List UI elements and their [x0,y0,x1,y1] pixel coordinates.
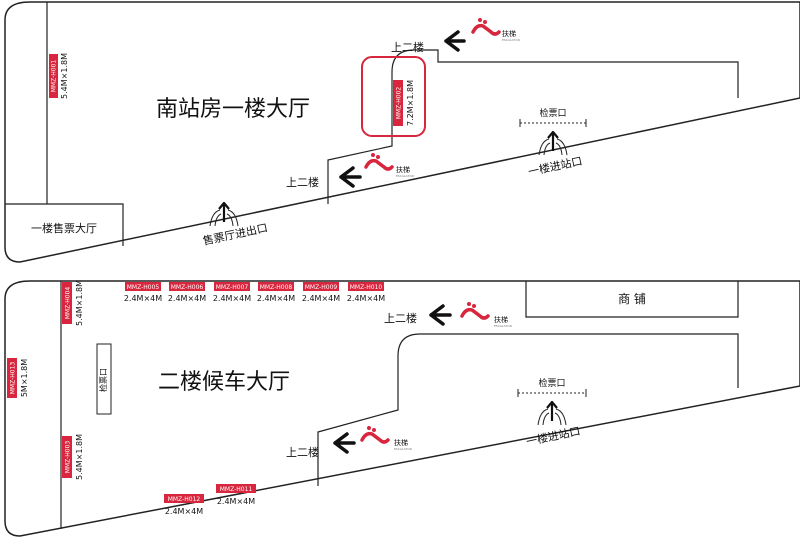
hall1-escalator-top-label: 扶梯 [502,29,516,38]
arrow-left-icon [339,166,362,188]
hall2: 商 铺 二楼候车大厅 检票口 MMZ-H013 5M×1.8M MMZ-H004… [4,280,800,537]
hall1-upstairs-mid: 上二楼 扶梯 ESCALATOR [286,153,414,189]
top-tag-row: MMZ-H005 2.4M×4M MMZ-H006 2.4M×4M MMZ-H007 2.… [124,282,385,303]
tag-label: MMZ-H006 [171,284,204,291]
tag-h002: MMZ-H002 7.2M×1.8M [361,56,426,137]
hall2-side-gate-label: 检票口 [98,368,108,392]
ticket-hall-exit-label: 售票厅进出口 [201,220,268,247]
hall1-upstairs-top: 上二楼 扶梯 ESCALATOR [391,18,520,54]
entrance-icon [537,400,567,426]
hall1-escalator-mid-label: 扶梯 [396,165,410,174]
hall1-upstairs-mid-label: 上二楼 [286,175,319,189]
hall2-escalator-mid-label: 扶梯 [394,438,408,447]
tag-label: MMZ-H005 [127,284,160,291]
tag-size: 2.4M×4M [347,294,385,303]
ticket-hall-box [5,203,124,246]
escalator-icon [364,153,394,171]
tag-mmz-h005: MMZ-H005 2.4M×4M [124,282,162,303]
escalator-icon [460,302,490,320]
hall1: 一楼售票大厅 南站房一楼大厅 MMZ-H001 5.4M×1.8M MMZ-H0… [4,1,800,263]
tag-mmz-h009: MMZ-H009 2.4M×4M [302,282,340,303]
hall2-upstairs-mid: 上二楼 扶梯 ESCALATOR [286,426,412,459]
tag-h002-size: 7.2M×1.8M [406,80,415,126]
tag-background [348,282,384,291]
tag-h003-label: MMZ-H003 [65,441,72,474]
tag-h013: MMZ-H013 5M×1.8M [7,358,29,398]
ticket-hall-exit: 售票厅进出口 [201,201,269,248]
hall2-escalator-mid-sub: ESCALATOR [394,447,412,451]
tag-h012-label: MMZ-H012 [168,496,201,503]
tag-h013-label: MMZ-H013 [10,362,17,395]
hall2-upstairs-mid-label: 上二楼 [286,445,319,459]
hall1-title: 南站房一楼大厅 [156,97,310,122]
tag-h004: MMZ-H004 5.4M×1.8M [62,280,84,326]
tag-h001: MMZ-H001 5.4M×1.8M [49,53,69,99]
tag-background [303,282,339,291]
hall1-gate-label: 检票口 [539,107,566,119]
tag-h002-label: MMZ-H002 [396,87,403,120]
tag-size: 2.4M×4M [124,294,162,303]
tag-h012: MMZ-H012 2.4M×4M [164,494,204,516]
tag-mmz-h006: MMZ-H006 2.4M×4M [168,282,206,303]
tag-h001-size: 5.4M×1.8M [60,53,69,99]
hall2-gate-label: 检票口 [538,377,565,389]
arrow-left-icon [444,30,466,52]
tag-h004-label: MMZ-H004 [65,287,72,320]
tag-h011-label: MMZ-H011 [220,486,253,493]
hall2-title: 二楼候车大厅 [158,370,290,395]
tag-h001-label: MMZ-H001 [51,60,58,93]
tag-mmz-h010: MMZ-H010 2.4M×4M [347,282,385,303]
exit-icon [209,201,239,227]
hall2-escalator-top-label: 扶梯 [494,315,508,324]
arrow-left-icon [429,304,452,326]
hall1-upstairs-top-label: 上二楼 [391,40,424,54]
hall1-entrance-label: 一楼进站口 [527,154,584,179]
hall2-side-gate: 检票口 [96,343,112,415]
ticket-hall-label: 一楼售票大厅 [31,221,97,235]
tag-h004-size: 5.4M×1.8M [75,280,84,326]
entrance-icon [538,130,568,156]
tag-background [169,282,205,291]
tag-size: 2.4M×4M [213,294,251,303]
hall2-ticket-gate: 检票口 一楼进站口 [517,377,587,449]
tag-background [214,282,250,291]
tag-background [258,282,294,291]
escalator-icon [471,18,501,36]
shop-box [525,281,739,318]
tag-h003-size: 5.4M×1.8M [75,434,84,480]
tag-label: MMZ-H009 [305,284,338,291]
hall1-escalator-mid-sub: ESCALATOR [396,174,414,178]
hall1-outline [4,1,800,263]
hall2-stair-structure [317,333,739,486]
tag-h003: MMZ-H003 5.4M×1.8M [62,434,84,480]
hall2-entrance-label: 一楼进站口 [525,424,582,449]
tag-h002-highlight[interactable] [361,56,426,137]
tag-label: MMZ-H007 [216,284,249,291]
hall1-stair-structure [327,49,739,204]
hall2-upstairs-top-label: 上二楼 [384,311,417,325]
hall2-escalator-top-sub: ESCALATOR [494,324,512,328]
tag-h012-size: 2.4M×4M [165,507,203,516]
escalator-icon [360,426,390,444]
tag-mmz-h007: MMZ-H007 2.4M×4M [213,282,251,303]
hall1-escalator-top-sub: ESCALATOR [502,38,520,42]
tag-label: MMZ-H008 [260,284,293,291]
tag-h011-size: 2.4M×4M [217,497,255,506]
tag-size: 2.4M×4M [168,294,206,303]
tag-background [125,282,161,291]
arrow-left-icon [333,432,356,454]
tag-h013-size: 5M×1.8M [20,359,29,397]
shop-label: 商 铺 [618,291,646,306]
tag-size: 2.4M×4M [257,294,295,303]
tag-label: MMZ-H010 [350,284,383,291]
tag-h011: MMZ-H011 2.4M×4M [216,484,256,506]
hall2-outline [4,280,800,537]
hall2-upstairs-top: 上二楼 扶梯 ESCALATOR [384,302,512,328]
hall1-ticket-gate: 检票口 一楼进站口 [519,107,587,179]
tag-size: 2.4M×4M [302,294,340,303]
tag-mmz-h008: MMZ-H008 2.4M×4M [257,282,295,303]
